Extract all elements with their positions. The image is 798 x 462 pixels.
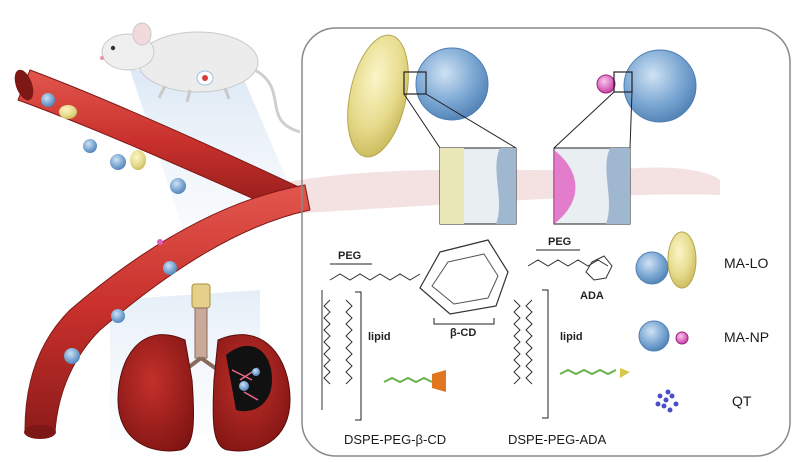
mouse-illustration	[100, 22, 301, 134]
lungs-illustration	[117, 283, 291, 452]
ma-lo-binding-illustration	[347, 34, 517, 225]
ma-np-binding-illustration	[553, 49, 697, 225]
blood-vessels	[14, 69, 311, 439]
legend-ma-lo-label: MA-LO	[724, 255, 768, 271]
legend-ma-np: MA-NP	[638, 320, 769, 352]
legend-ma-np-label: MA-NP	[724, 329, 769, 345]
legend-qt-label: QT	[732, 393, 752, 409]
ada-structure-name: DSPE-PEG-ADA	[508, 432, 607, 447]
cd-peg-label: PEG	[338, 250, 361, 262]
legend-ma-lo: MA-LO	[635, 231, 768, 289]
cd-structure-name: DSPE-PEG-β-CD	[344, 432, 446, 447]
legend-qt: QT	[655, 389, 752, 413]
ada-group-label: ADA	[580, 290, 604, 302]
ada-peg-label: PEG	[548, 236, 571, 248]
mechanism-panel	[301, 27, 791, 457]
vessel-cells	[41, 93, 186, 364]
ada-lipid-label: lipid	[560, 331, 583, 343]
dspe-peg-cd-structure: PEG lipid β-CD DSPE-PEG-β-CD	[321, 239, 509, 447]
legend: MA-LO MA-NP QT	[635, 231, 769, 413]
cd-conjugate-icon	[383, 370, 446, 392]
dspe-peg-ada-structure: PEG ADA lipid DSPE-PEG-ADA	[508, 236, 613, 447]
cd-lipid-label: lipid	[368, 331, 391, 343]
ada-conjugate-icon	[559, 368, 630, 378]
cd-ring-label: β-CD	[450, 327, 476, 339]
